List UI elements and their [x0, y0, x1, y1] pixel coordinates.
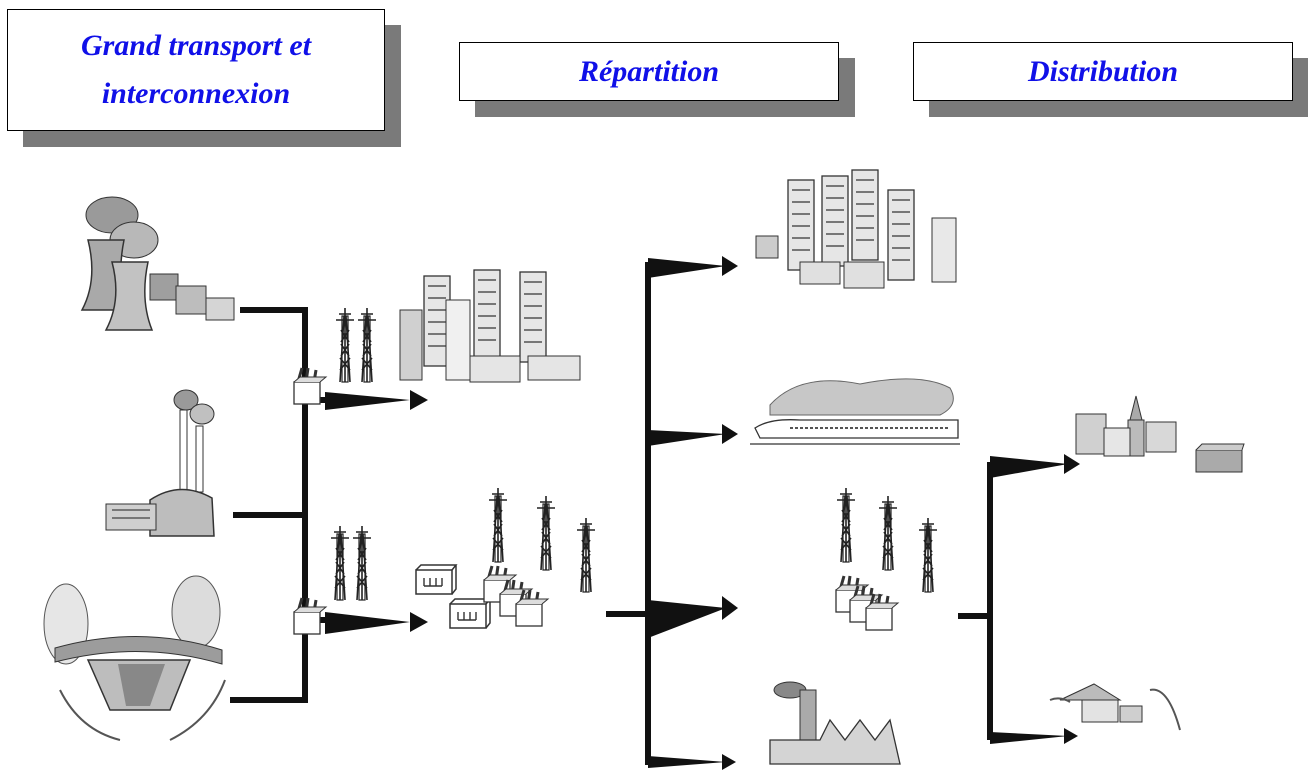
arrow-to-distribution	[648, 600, 726, 638]
pylon-group-icon	[834, 487, 938, 632]
header-distribution-label: Distribution	[1027, 54, 1179, 88]
header-repartition-label: Répartition	[578, 54, 720, 88]
header-repartition: Répartition	[459, 42, 839, 101]
large-city-icon	[399, 269, 581, 383]
pylon-pair-icon	[335, 307, 377, 383]
thermal-plant-icon	[105, 389, 215, 537]
transport-lines	[230, 307, 330, 703]
header-transport-line2: interconnexion	[101, 77, 291, 110]
arrow-to-farm	[990, 732, 1068, 744]
village-icon	[1075, 395, 1245, 473]
substation-icon	[415, 564, 457, 595]
farm-icon	[1049, 683, 1181, 731]
header-distribution: Distribution	[913, 42, 1293, 101]
pylon-pair-icon	[330, 525, 372, 601]
substation-icon	[449, 598, 491, 629]
header-transport-line1: Grand transport et	[80, 29, 312, 62]
nuclear-plant-icon	[80, 196, 235, 331]
train-icon	[750, 378, 960, 445]
header-transport: Grand transport et interconnexion	[7, 9, 385, 131]
distribution-lines	[958, 462, 993, 740]
arrow-to-city	[325, 392, 410, 410]
arrow-to-factory	[648, 756, 726, 768]
arrow-to-village	[990, 456, 1068, 478]
city-icon	[755, 169, 957, 289]
factory-icon	[769, 681, 901, 765]
transformer-icon	[292, 596, 328, 636]
pylon-group-icon	[482, 487, 596, 628]
hydro-dam-icon	[43, 575, 226, 741]
arrow-to-city	[648, 258, 726, 278]
arrow-to-substation	[325, 612, 410, 634]
repartition-lines	[606, 262, 651, 765]
arrow-to-train	[648, 430, 726, 446]
